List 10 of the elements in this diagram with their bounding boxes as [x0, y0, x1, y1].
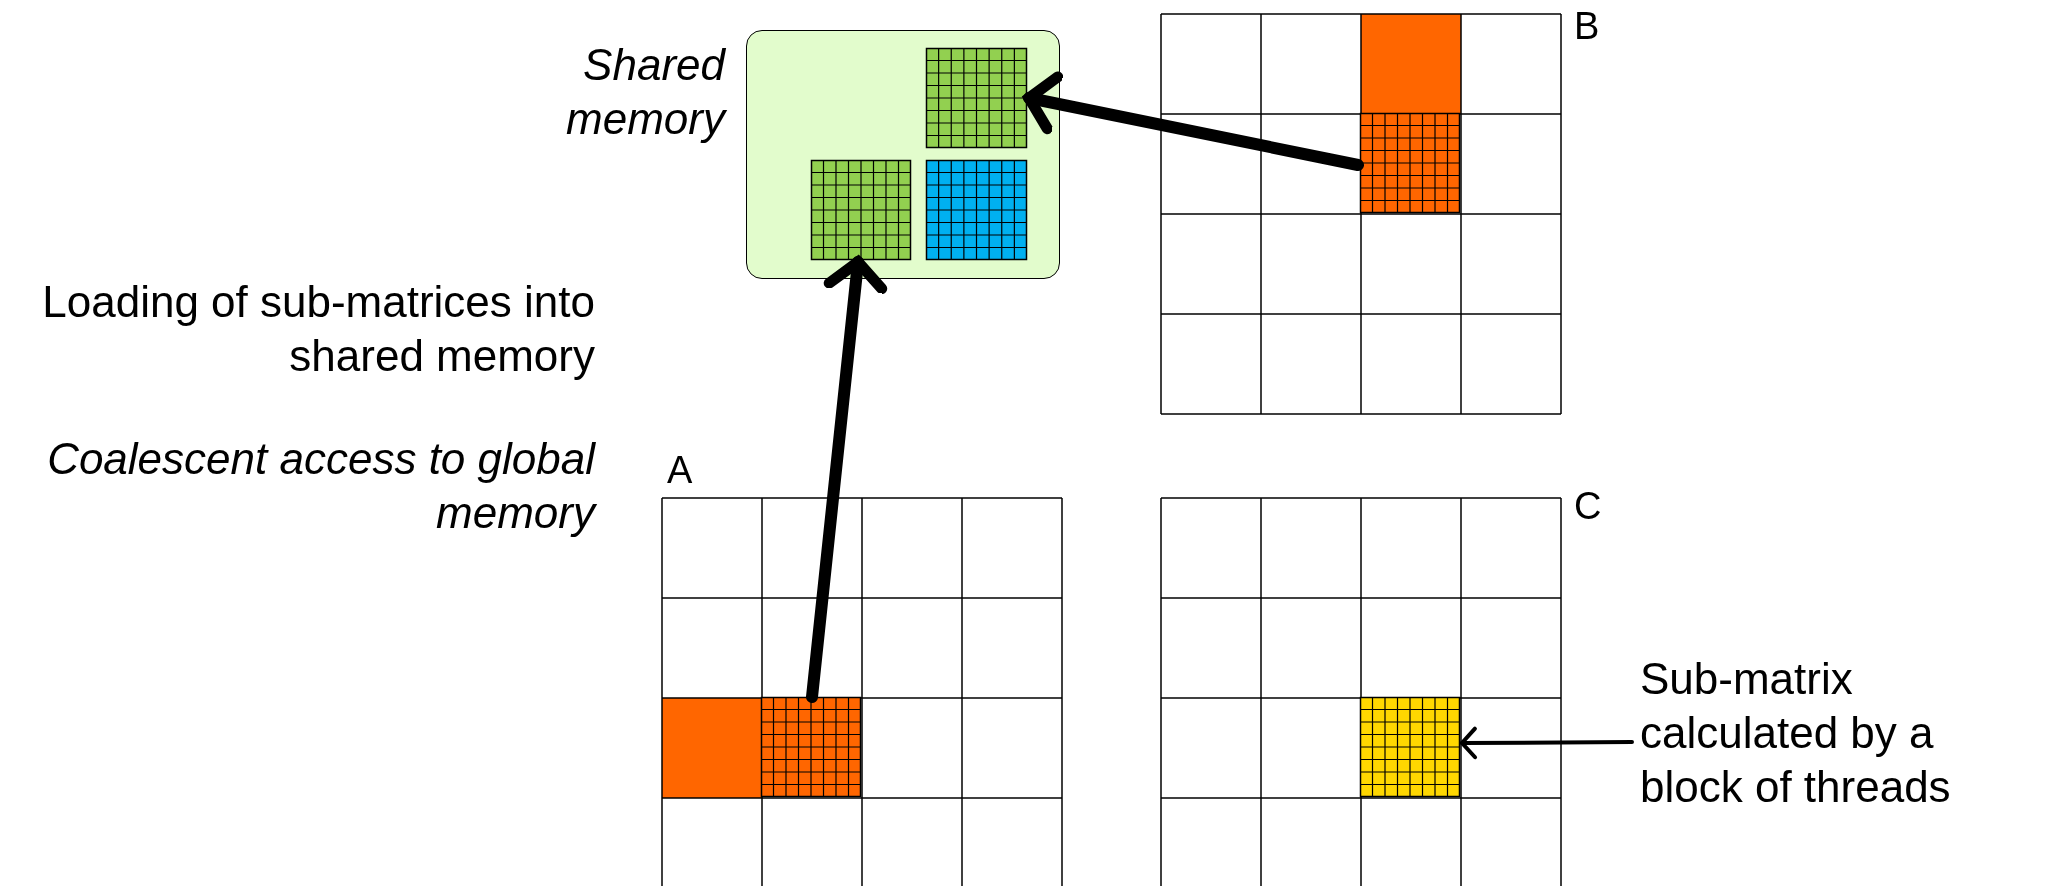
matrix-letter: B: [1574, 4, 1600, 48]
note-text: Loading of sub-matrices into shared memory: [41, 276, 595, 382]
annotation-text: Sub-matrix calculated by a block of threads: [1640, 653, 1952, 813]
panel-heading: Shared memory: [565, 39, 725, 145]
matrix-letter: A: [667, 448, 693, 492]
note-text: Coalescent access to global memory: [46, 433, 595, 539]
arrow: [1460, 726, 1634, 760]
matrix-letter: C: [1574, 484, 1602, 528]
arrow: [806, 256, 888, 703]
arrow: [1023, 71, 1364, 171]
